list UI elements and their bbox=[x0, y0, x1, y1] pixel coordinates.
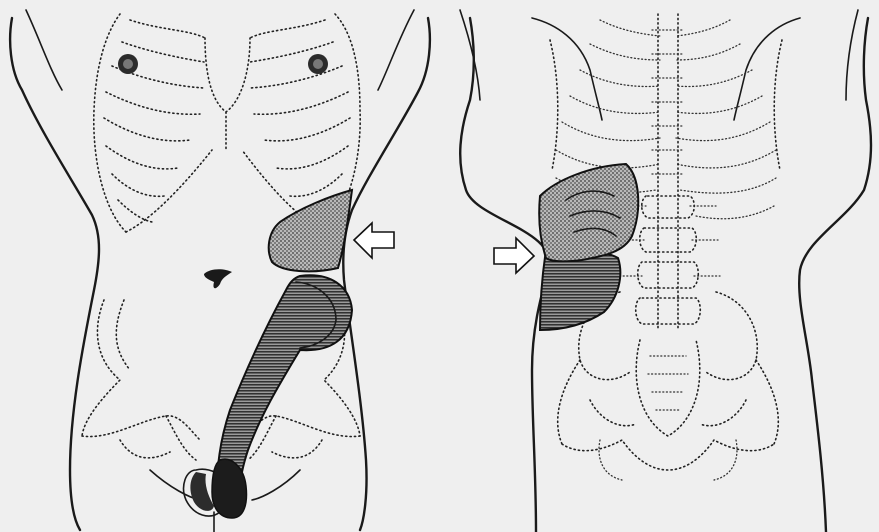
diagram-canvas bbox=[0, 0, 879, 532]
referred-pain-diagram bbox=[0, 0, 879, 532]
